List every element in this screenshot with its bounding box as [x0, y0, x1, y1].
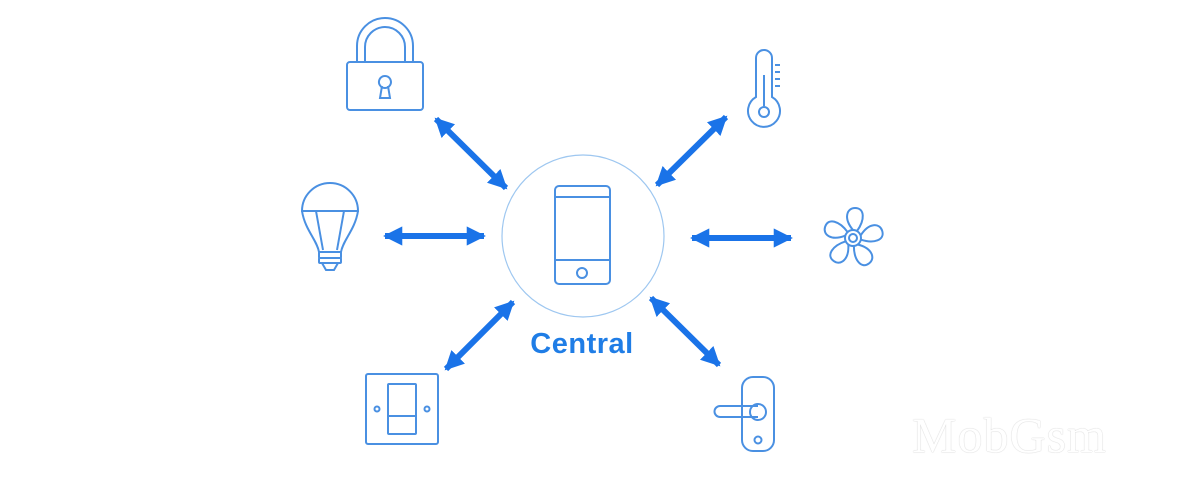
light-bulb-icon	[300, 182, 360, 271]
light-switch-icon	[365, 373, 439, 445]
arrow-padlock	[433, 116, 509, 191]
watermark: MobGsm	[912, 407, 1107, 463]
central-label: Central	[530, 328, 634, 360]
padlock-icon	[346, 17, 424, 111]
central-node	[501, 154, 665, 318]
connection-arrows	[383, 114, 793, 372]
arrow-thermometer	[654, 114, 729, 188]
door-handle-icon	[713, 376, 775, 452]
smartphone-icon	[554, 185, 611, 285]
arrow-switch	[443, 299, 516, 372]
arrow-door-handle	[648, 295, 722, 368]
central-circle	[501, 154, 665, 318]
fan-icon	[823, 206, 884, 267]
thermometer-icon	[747, 49, 781, 128]
